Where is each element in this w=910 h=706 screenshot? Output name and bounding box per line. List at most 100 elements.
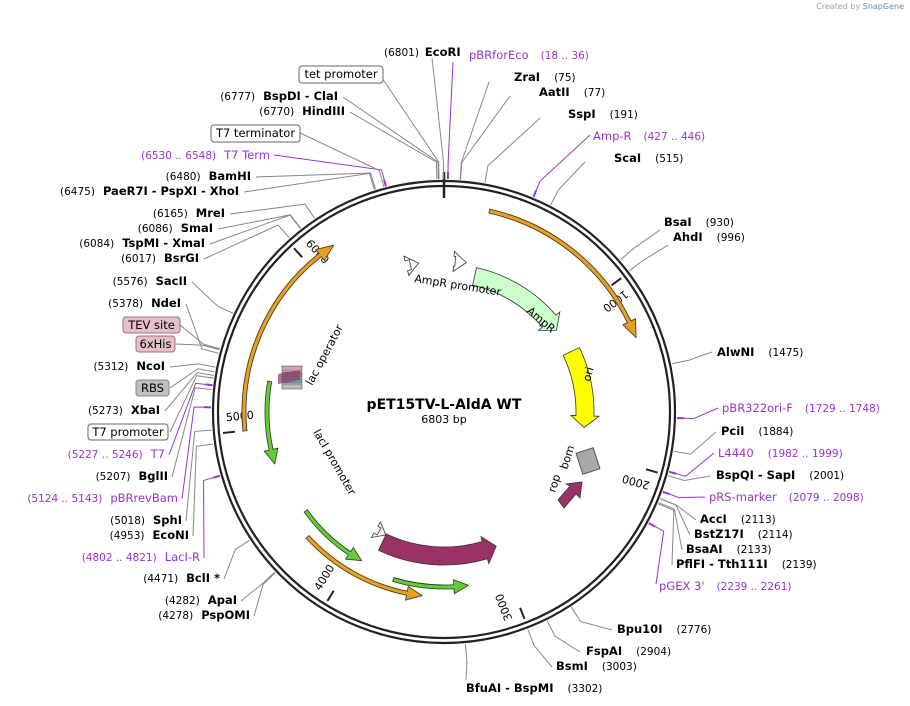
snapgene-brand: SnapGene <box>862 2 904 11</box>
leader-line <box>253 572 276 617</box>
leader-line <box>217 214 302 230</box>
tev-site-text: TEV site <box>127 318 175 332</box>
tick-5000 <box>222 430 236 434</box>
enzyme-sacii: (5576)SacII <box>113 274 187 288</box>
leader-line <box>185 303 219 354</box>
laci-promoter-label: lacI promoter <box>310 427 358 498</box>
enzyme-bpu10i: Bpu10I(2776) <box>617 622 711 636</box>
leader-line <box>240 571 276 602</box>
leader-line <box>660 498 691 536</box>
leader-line <box>168 382 213 456</box>
leader-line <box>431 57 445 180</box>
primer-site <box>205 383 213 387</box>
tet-promoter-text: tet promoter <box>304 67 377 81</box>
enzyme-xhoi: (6475)PaeR7I - PspXI - XhoI <box>60 184 239 198</box>
snapgene-credit: Created by SnapGene <box>816 2 904 11</box>
leader-line <box>169 363 216 368</box>
enzyme-bsrgi: (6017)BsrGI <box>121 251 199 265</box>
primer-site <box>668 470 677 475</box>
enzyme-bfuai: BfuAI - BspMI(3302) <box>466 681 602 695</box>
ori-arrow <box>562 347 601 429</box>
tick-label-5000: 5000 <box>225 409 254 425</box>
enzyme-hindiii: (6770)HindIII <box>259 104 345 118</box>
tick-label-4000: 4000 <box>312 562 338 593</box>
leader-line <box>209 214 301 245</box>
tick-4000 <box>326 590 335 602</box>
leader-line <box>203 475 221 559</box>
leader-line <box>550 161 586 206</box>
bom-label: bom <box>557 444 577 471</box>
primer-site <box>662 490 670 496</box>
leader-line <box>185 429 212 522</box>
enzyme-alwni: AlwNI(1475) <box>717 345 803 359</box>
rop-arrow <box>557 481 583 509</box>
primer-pgex3: pGEX 3'(2239 .. 2261) <box>659 579 792 593</box>
lac-operator-block <box>281 383 303 390</box>
laci-promoter-arrow <box>370 520 387 539</box>
enzyme-bamhi: (6480)BamHI <box>166 169 251 183</box>
tet-promoter-box <box>298 65 384 84</box>
tick-label-2000: 2000 <box>621 472 651 492</box>
leader-line <box>299 132 385 188</box>
leader-line <box>349 111 438 180</box>
tick-1000 <box>610 277 622 287</box>
rbs-text: RBS <box>141 381 164 395</box>
leader-line <box>484 117 541 183</box>
leader-line <box>164 372 214 412</box>
orf-arc-top <box>488 208 637 339</box>
t7-promoter-text: T7 promoter <box>91 425 164 439</box>
tick-2000 <box>645 468 658 474</box>
enzyme-pflfi: PflFI - Tth111I(2139) <box>676 557 817 571</box>
primer-site <box>383 179 387 187</box>
leader-line <box>255 172 376 190</box>
enzyme-bstz17i: BstZ17I(2114) <box>694 527 793 541</box>
primer-pbr322ori-f: pBR322ori-F(1729 .. 1748) <box>722 401 880 415</box>
leader-line <box>671 351 713 365</box>
enzyme-labels-left: (6777)BspDI - ClaI (6770)HindIII (6480)B… <box>60 89 345 622</box>
leader-line <box>175 343 220 351</box>
leader-line <box>667 475 711 481</box>
primer-pbrforeco: pBRforEco(18 .. 36) <box>469 48 589 62</box>
enzyme-clai: (6777)BspDI - ClaI <box>220 89 338 103</box>
enzyme-aatii: AatII(77) <box>539 85 605 99</box>
enzyme-bsaai: BsaAI(2133) <box>686 542 771 556</box>
green-arc-left <box>263 380 279 465</box>
enzyme-sphi: (5018)SphI <box>110 513 182 527</box>
enzyme-labels-right: (6801)EcoRI ZraI(75) AatII(77) SspI(191)… <box>384 45 844 695</box>
leader-line <box>629 244 669 272</box>
ampr-arrow <box>472 267 561 331</box>
leader-line <box>223 539 250 580</box>
bom-box <box>575 447 601 475</box>
leader-line <box>447 61 454 180</box>
tet-arrow <box>403 255 420 277</box>
leader-line <box>192 443 214 537</box>
ori-label: ori <box>580 366 596 383</box>
enzyme-mrei: (6165)MreI <box>153 206 225 220</box>
6xhis-text: 6xHis <box>140 337 172 351</box>
t7-terminator-text: T7 terminator <box>215 126 295 140</box>
leader-line <box>648 522 665 585</box>
leader-lines <box>164 57 719 681</box>
enzyme-smai: (6086)SmaI <box>138 221 213 235</box>
ampr-promoter-arrow <box>452 250 467 273</box>
green-arc-bottom <box>392 577 470 595</box>
primer-l4440: L4440(1982 .. 1999) <box>718 446 843 460</box>
leader-line <box>570 606 613 631</box>
primer-laci-r: (4802 .. 4821)LacI-R <box>82 550 200 564</box>
leader-line <box>620 229 661 261</box>
laci-label: lacI <box>316 494 338 517</box>
leader-line <box>527 629 553 668</box>
tick-label-3000: 3000 <box>493 592 515 623</box>
leader-line <box>546 620 581 653</box>
enzyme-bsai: BsaI(930) <box>664 215 734 229</box>
enzyme-ahdi: AhdI(996) <box>673 230 745 244</box>
enzyme-ndei: (5378)NdeI <box>108 296 181 310</box>
primer-t7: (5227 .. 5246)T7 <box>68 447 165 461</box>
enzyme-zrai: ZraI(75) <box>514 70 576 84</box>
leader-line <box>203 224 290 260</box>
enzyme-bsmi: BsmI(3003) <box>556 659 637 673</box>
t7-marker <box>278 370 300 384</box>
primer-prs-marker: pRS-marker(2079 .. 2098) <box>709 490 864 504</box>
leader-line <box>379 74 440 180</box>
primer-t7-term: (6530 .. 6548)T7 Term <box>141 148 270 162</box>
